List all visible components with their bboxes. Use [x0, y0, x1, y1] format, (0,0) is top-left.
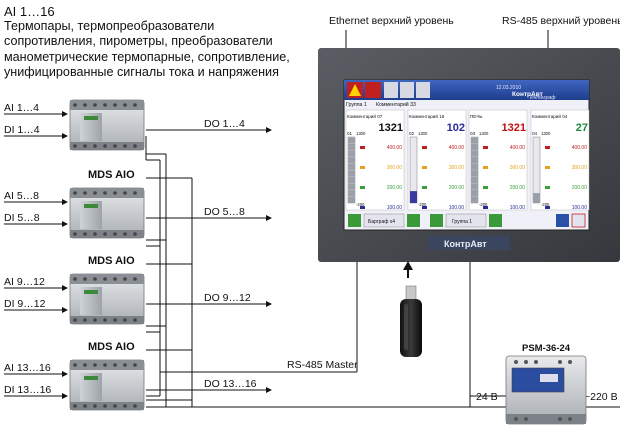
channel-id: 01: [347, 131, 353, 136]
channel-max: 1300: [541, 131, 551, 136]
do-label: DO 9…12: [204, 292, 251, 304]
channel-max: 1300: [356, 131, 366, 136]
scale-tick: 300.00: [510, 165, 526, 171]
channel-min: -200: [479, 202, 488, 207]
v220-label: ~220 В: [584, 391, 618, 403]
group-up-button[interactable]: [430, 214, 443, 227]
usb-flash-drive: [400, 261, 422, 357]
channel-min: -200: [541, 202, 550, 207]
mds-aio-module: MDS AIO AI 9…12 DI 9…12 DO 9…12: [4, 255, 272, 325]
panel-brand: КонтрАвт: [444, 239, 487, 249]
mds-aio-module: MDS AIO AI 5…8 DI 5…8 DO 5…8: [4, 169, 272, 239]
scale-tick: 400.00: [449, 145, 465, 151]
channel-label: Комментарий 04: [532, 113, 568, 119]
screen-brand: КонтрАвт: [512, 91, 543, 98]
header-description: Термопары, термопреобразователи сопротив…: [4, 19, 290, 79]
module-name: MDS AIO: [88, 341, 135, 353]
channel-bar: [533, 193, 540, 203]
ai-label: AI 9…12: [4, 276, 45, 288]
psu-module: PSM-36-24: [505, 343, 587, 425]
key-icon[interactable]: [384, 82, 398, 98]
scale-tick: 200.00: [449, 185, 465, 191]
psu-name: PSM-36-24: [522, 343, 571, 354]
channel-label: Комментарий 18: [409, 113, 445, 119]
scale-tick: 100.00: [510, 205, 526, 211]
scale-tick: 400.00: [387, 145, 403, 151]
scale-tick: 400.00: [510, 145, 526, 151]
rs485-top-label: RS-485 верхний уровень: [502, 15, 620, 27]
scroll-down-button[interactable]: [407, 214, 420, 227]
group-button[interactable]: [445, 213, 487, 228]
scale-tick: 200.00: [510, 185, 526, 191]
home-button[interactable]: [571, 213, 586, 228]
channel-id: 02: [409, 131, 415, 136]
close-icon[interactable]: [416, 82, 430, 98]
mds-aio-module: AI 1…4 DI 1…4 DO 1…4: [4, 99, 272, 151]
bargraph-button[interactable]: [363, 213, 405, 228]
header-title: AI 1…16: [4, 4, 55, 19]
channel-bar: [410, 191, 417, 203]
scale-tick: 100.00: [572, 205, 588, 211]
di-label: DI 13…16: [4, 384, 51, 396]
settings-button[interactable]: [556, 214, 569, 227]
ai-label: AI 13…16: [4, 362, 51, 374]
scale-tick: 200.00: [387, 185, 403, 191]
channel-min: -200: [418, 202, 427, 207]
rs485-master-label: RS-485 Master: [287, 359, 358, 371]
scroll-up-button[interactable]: [348, 214, 361, 227]
bargraph-button-label: Барграф x4: [368, 219, 395, 225]
mds-aio-module: MDS AIO AI 13…16 DI 13…16 DO 13…16: [4, 341, 272, 411]
undo-icon[interactable]: [400, 82, 414, 98]
channel-value: 102: [447, 122, 465, 134]
v24-label: 24 В: [476, 391, 498, 403]
ethernet-label: Ethernet верхний уровень: [329, 15, 454, 27]
screen-subtitle: Интеграф: [530, 95, 556, 101]
do-label: DO 13…16: [204, 378, 257, 390]
channel-value: 27: [576, 122, 588, 134]
channel-id: 03: [470, 131, 476, 136]
ai-label: AI 1…4: [4, 102, 39, 114]
group-down-button[interactable]: [489, 214, 502, 227]
channel-value: 1321: [379, 122, 403, 134]
di-label: DI 9…12: [4, 298, 46, 310]
screen-date: 12.03.2010: [496, 85, 521, 91]
group-button-label: Группа 1: [452, 219, 472, 225]
scale-tick: 300.00: [572, 165, 588, 171]
channel-min: -200: [356, 202, 365, 207]
screen-toolbar: Барграф x4 Группа 1: [348, 213, 586, 228]
channel-max: 1300: [418, 131, 428, 136]
ai-label: AI 5…8: [4, 190, 39, 202]
panel-brand-plate: [428, 236, 510, 250]
warning-icon: [349, 84, 361, 96]
di-label: DI 1…4: [4, 124, 40, 136]
channel-id: 04: [532, 131, 538, 136]
module-name: MDS AIO: [88, 169, 135, 181]
scale-tick: 100.00: [449, 205, 465, 211]
scale-tick: 100.00: [387, 205, 403, 211]
channel-value: 1321: [502, 122, 526, 134]
scale-tick: 400.00: [572, 145, 588, 151]
do-label: DO 5…8: [204, 206, 245, 218]
di-label: DI 5…8: [4, 212, 40, 224]
tools-icon[interactable]: [365, 82, 381, 98]
screen-group: Группа 1: [346, 102, 367, 108]
scale-tick: 300.00: [449, 165, 465, 171]
header-block: AI 1…16 Термопары, термопреобразователи …: [4, 4, 304, 80]
operator-panel: 12.03.2010 КонтрАвт Интеграф Группа 1 Ко…: [318, 48, 620, 262]
channel-label: ПЕЧЬ: [470, 114, 482, 119]
screen-comment-top: Комментарий 33: [376, 101, 416, 108]
scale-tick: 300.00: [387, 165, 403, 171]
module-name: MDS AIO: [88, 255, 135, 267]
scale-tick: 200.00: [572, 185, 588, 191]
channel-max: 1300: [479, 131, 489, 136]
channel-label: Комментарий 07: [347, 113, 383, 119]
do-label: DO 1…4: [204, 118, 245, 130]
